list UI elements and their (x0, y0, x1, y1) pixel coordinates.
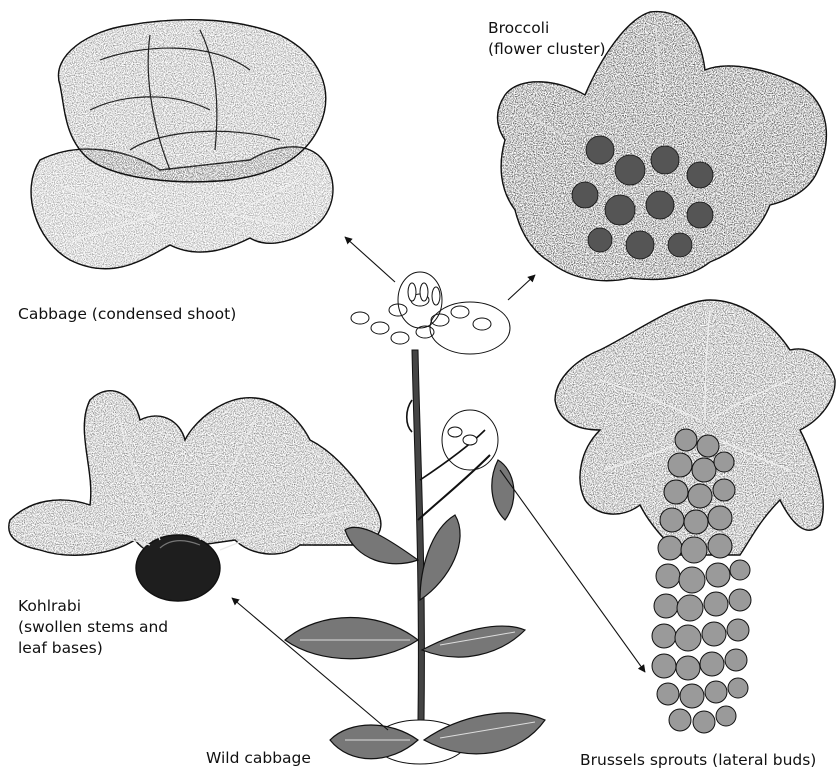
kohlrabi-illustration (9, 391, 381, 601)
arrow-to-broccoli (508, 275, 535, 300)
cabbage-label: Cabbage (condensed shoot) (18, 304, 236, 325)
brussels-sprouts-illustration (555, 300, 835, 733)
brussels-sprouts-label: Brussels sprouts (lateral buds) (580, 750, 816, 771)
arrow-to-cabbage (345, 237, 395, 282)
cabbage-illustration (31, 20, 333, 269)
broccoli-label: Broccoli (flower cluster) (488, 18, 606, 60)
wild-cabbage-label: Wild cabbage (206, 748, 311, 769)
kohlrabi-label: Kohlrabi (swollen stems and leaf bases) (18, 596, 168, 659)
